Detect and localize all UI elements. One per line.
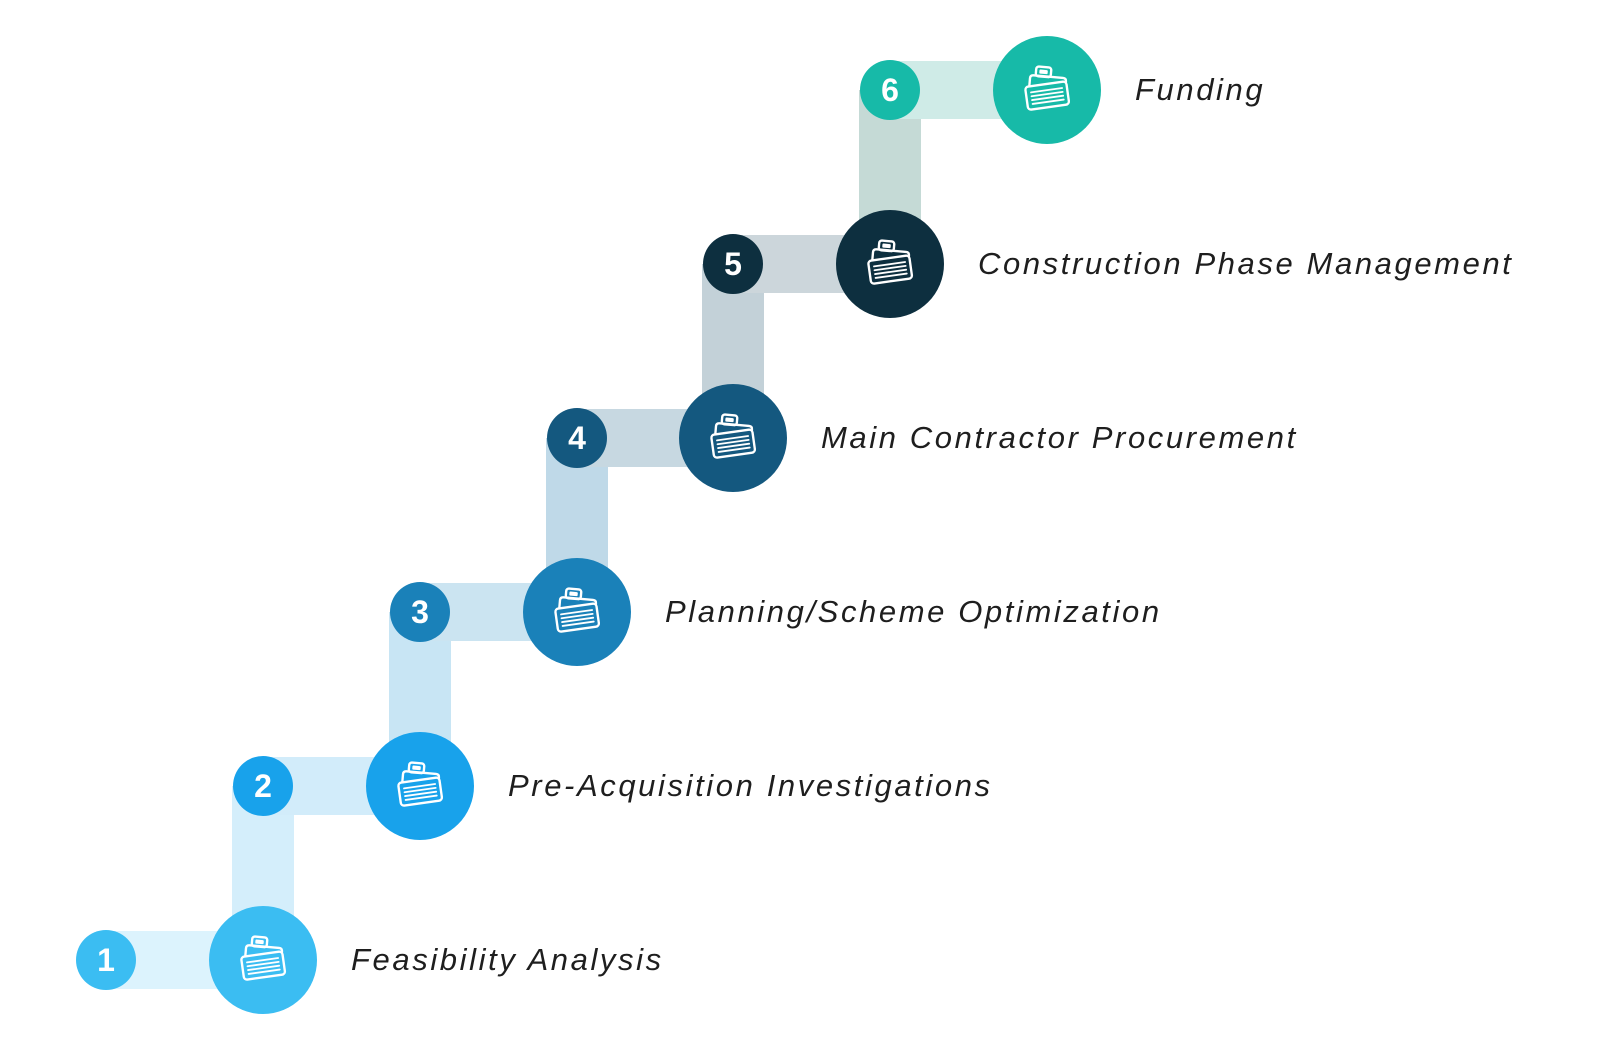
step-label: Construction Phase Management [978, 246, 1514, 281]
step-icon-circle [523, 558, 631, 666]
step-number-badge: 1 [76, 930, 136, 990]
folder-icon [554, 587, 601, 633]
step-number: 6 [881, 71, 899, 108]
step-number: 1 [97, 941, 115, 978]
step-label: Pre-Acquisition Investigations [508, 768, 993, 803]
step-connector-vertical [389, 612, 451, 786]
step-connector-horizontal [106, 931, 263, 989]
step-icon-circle [209, 906, 317, 1014]
step-number-badge: 2 [233, 756, 293, 816]
step-number-badge: 5 [703, 234, 763, 294]
step-connector-horizontal [733, 235, 890, 293]
step-number: 3 [411, 593, 429, 630]
step-connector-horizontal [890, 61, 1047, 119]
step-icon-circle [679, 384, 787, 492]
step-label: Main Contractor Procurement [821, 420, 1298, 455]
folder-icon [867, 239, 914, 285]
step-number-badge: 6 [860, 60, 920, 120]
step-number: 5 [724, 245, 742, 282]
step-connector-horizontal [263, 757, 420, 815]
step-icon-circle [993, 36, 1101, 144]
step-label: Feasibility Analysis [351, 942, 664, 977]
step-number-badge: 3 [390, 582, 450, 642]
step-connector-vertical [859, 90, 921, 264]
folder-icon [240, 935, 287, 981]
step-connector-horizontal [577, 409, 733, 467]
step-icon-circle [366, 732, 474, 840]
folder-icon [397, 761, 444, 807]
step-connector-horizontal [420, 583, 577, 641]
step-label: Funding [1135, 72, 1266, 107]
step-number: 2 [254, 767, 272, 804]
step-number: 4 [568, 419, 586, 456]
step-icon-circle [836, 210, 944, 318]
folder-icon [710, 413, 757, 459]
folder-icon [1024, 65, 1071, 111]
step-connector-vertical [232, 786, 294, 960]
step-connector-vertical [702, 264, 764, 438]
step-number-badge: 4 [547, 408, 607, 468]
step-label: Planning/Scheme Optimization [665, 594, 1162, 629]
step-connector-vertical [546, 438, 608, 612]
